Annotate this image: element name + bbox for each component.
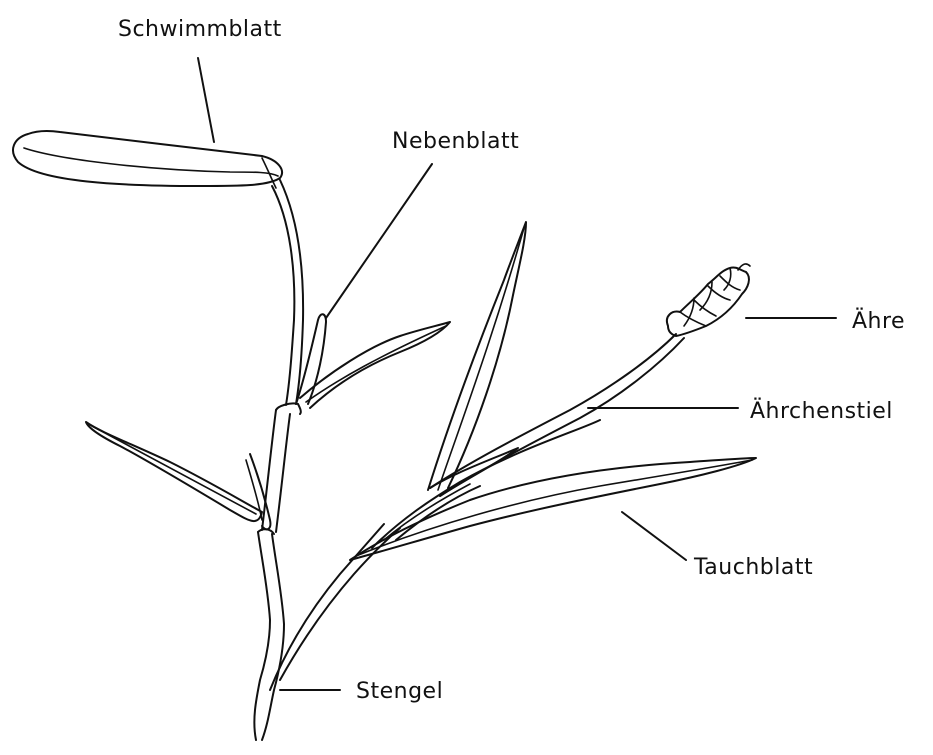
main-stem-lower [254, 529, 284, 740]
leader-line-schwimmblatt [198, 58, 214, 142]
label-tauchblatt: Tauchblatt [693, 555, 813, 580]
leader-line-tauchblatt [622, 512, 686, 560]
upper-side-leaf [300, 322, 450, 408]
spike-stalk [430, 334, 684, 496]
plant-illustration [13, 131, 756, 740]
branch-stem [270, 524, 400, 690]
label-nebenblatt: Nebenblatt [392, 129, 519, 154]
label-schwimmblatt: Schwimmblatt [118, 17, 282, 42]
floating-leaf-petiole [272, 180, 303, 405]
label-stengel: Stengel [356, 679, 443, 704]
floating-leaf [13, 131, 282, 188]
leader-line-nebenblatt [326, 164, 432, 318]
label-aehrchenstiel: Ährchenstiel [750, 398, 893, 424]
submerged-leaf [350, 458, 756, 560]
spike [667, 264, 750, 336]
left-leaf [86, 422, 270, 529]
label-aehre: Ähre [852, 308, 905, 334]
labels: Schwimmblatt Nebenblatt Ähre Ährchenstie… [118, 17, 905, 704]
